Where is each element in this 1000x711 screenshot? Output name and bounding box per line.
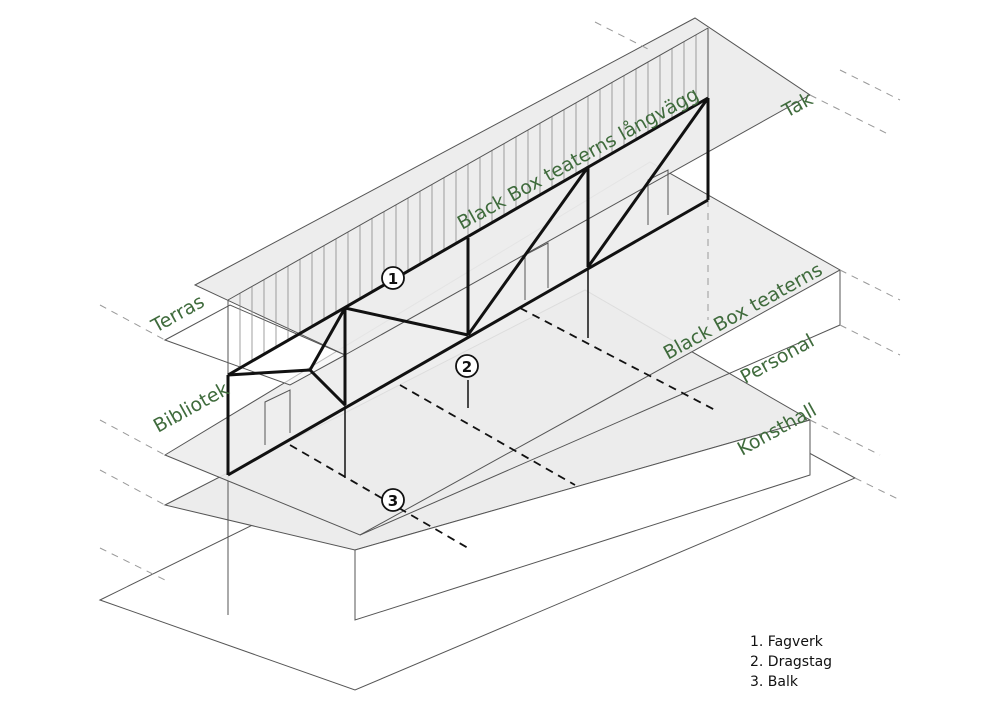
doors bbox=[264, 169, 669, 445]
marker-3: 3 bbox=[381, 488, 405, 512]
balk-beams bbox=[289, 307, 716, 549]
dragstag-ties bbox=[344, 267, 589, 478]
legend-item-fagverk: 1. Fagverk bbox=[750, 634, 823, 650]
truss-fagverk bbox=[226, 96, 710, 477]
dashed-guides bbox=[99, 21, 901, 581]
label-personal: Personal bbox=[737, 330, 818, 388]
legend-item-dragstag: 2. Dragstag bbox=[750, 654, 833, 670]
marker-1-text: 1 bbox=[388, 270, 398, 288]
legend-item-balk: 3. Balk bbox=[750, 674, 798, 690]
legend: 1. Fagverk 2. Dragstag 3. Balk bbox=[750, 632, 832, 692]
marker-1: 1 bbox=[381, 266, 405, 290]
marker-2: 2 bbox=[455, 354, 479, 378]
marker-3-text: 3 bbox=[388, 492, 398, 510]
marker-2-text: 2 bbox=[462, 358, 472, 376]
